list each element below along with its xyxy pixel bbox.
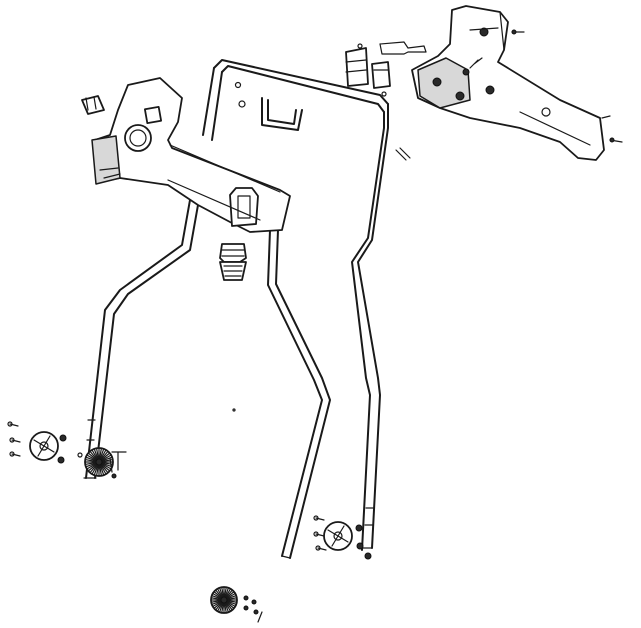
left-gear-pins (109, 451, 127, 479)
gear-tooth (215, 601, 223, 611)
gear-tooth (210, 599, 222, 603)
gear-tooth (218, 587, 224, 598)
gear-tooth (216, 601, 224, 612)
gear-tooth (86, 454, 98, 462)
gear-tooth (101, 462, 113, 468)
gear-tooth (100, 463, 111, 472)
gear-tooth (100, 463, 109, 474)
gear-tooth (89, 450, 98, 461)
left-pivot-assembly (7, 421, 67, 464)
gear-tooth (100, 462, 112, 470)
gear-tooth (84, 461, 97, 466)
gear-tooth (225, 591, 235, 599)
gear-tooth (224, 587, 230, 598)
gear-tooth (98, 464, 103, 477)
gear-tooth (100, 454, 112, 462)
gear-tooth (85, 456, 97, 462)
gear-tooth (87, 452, 98, 461)
stray-mark (232, 408, 236, 412)
gear-tooth (224, 588, 232, 599)
gear-tooth (98, 447, 103, 460)
gear-tooth (91, 449, 99, 461)
gear-tooth (215, 589, 223, 599)
bottom-gear-pins (243, 595, 263, 623)
bottom-gear-wheel (210, 586, 238, 614)
switch-parts (345, 41, 427, 97)
gear-tooth (95, 447, 100, 460)
gear-tooth (221, 586, 225, 598)
gear-tooth (218, 602, 224, 613)
gear-tooth (226, 599, 238, 603)
gear-hub (95, 458, 103, 466)
right-pivot-assembly (313, 515, 372, 560)
gear-tooth (212, 592, 223, 600)
gear-tooth (223, 586, 227, 598)
gear-tooth (100, 452, 111, 461)
gear-tooth (87, 463, 98, 472)
gear-tooth (99, 464, 105, 476)
cable-gland (219, 243, 247, 281)
gear-tooth (84, 458, 97, 463)
gear-tooth (226, 594, 237, 600)
gear-tooth (95, 464, 100, 477)
gear-tooth (221, 602, 225, 614)
gear-tooth (212, 600, 223, 608)
gear-tooth (93, 464, 99, 476)
gear-tooth (211, 594, 222, 600)
gear-tooth (211, 600, 222, 606)
gear-tooth (225, 600, 236, 608)
gear-hub (220, 596, 228, 604)
gear-tooth (213, 591, 223, 599)
left-gear-wheel (84, 447, 114, 477)
gear-tooth (225, 601, 233, 611)
gear-tooth (101, 458, 114, 463)
gear-tooth (85, 462, 97, 468)
lower-handle-frame (77, 199, 331, 559)
gear-tooth (89, 463, 98, 474)
right-console-bracket (411, 5, 623, 161)
gear-tooth (210, 597, 222, 601)
gear-tooth (100, 450, 109, 461)
gear-tooth (223, 602, 227, 614)
gear-tooth (99, 449, 107, 461)
upper-handle-frame (202, 59, 411, 551)
gear-tooth (93, 448, 99, 460)
gear-tooth (224, 601, 232, 612)
gear-tooth (216, 588, 224, 599)
gear-tooth (99, 448, 105, 460)
gear-tooth (86, 462, 98, 470)
gear-tooth (224, 602, 230, 613)
gear-tooth (91, 463, 99, 475)
gear-tooth (213, 601, 223, 609)
gear-tooth (225, 601, 235, 609)
left-console-housing (81, 77, 291, 233)
gear-tooth (226, 597, 238, 601)
gear-tooth (225, 592, 236, 600)
gear-tooth (99, 463, 107, 475)
gear-tooth (225, 589, 233, 599)
gear-tooth (226, 600, 237, 606)
